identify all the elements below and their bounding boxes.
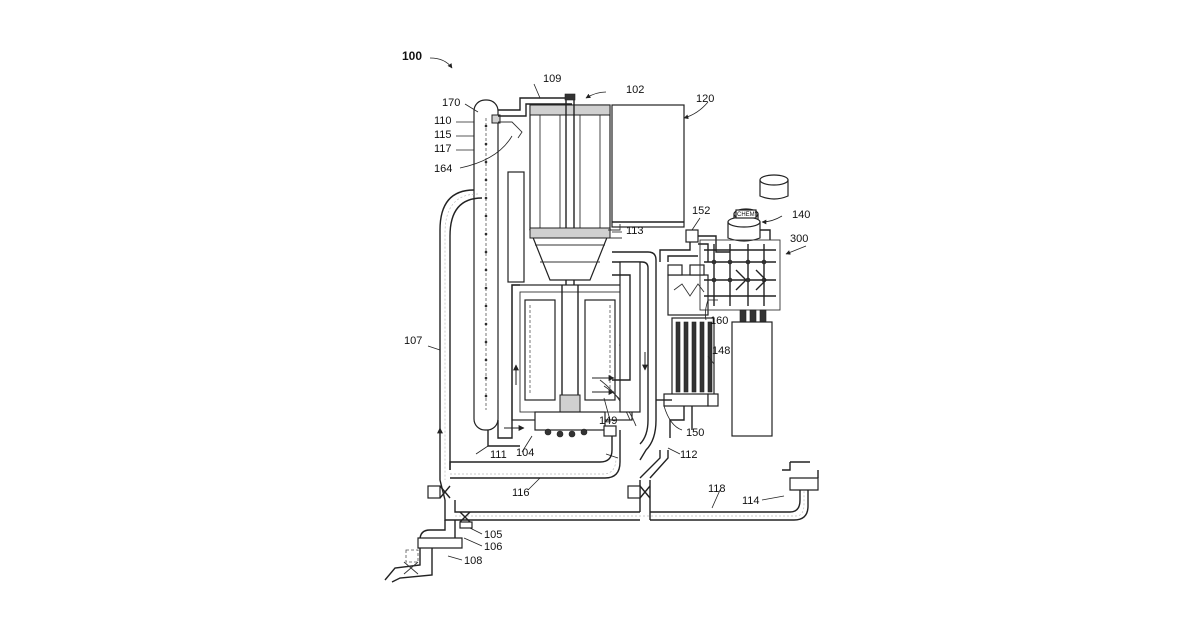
label-170: 170 — [442, 97, 460, 109]
label-300: 300 — [790, 233, 808, 245]
chem-label: CHEM's — [737, 212, 759, 218]
label-100: 100 — [402, 49, 422, 63]
label-107: 107 — [404, 335, 422, 347]
label-105: 105 — [484, 529, 502, 541]
label-104: 104 — [516, 447, 534, 459]
component-160 — [660, 240, 718, 315]
label-117: 117 — [434, 143, 452, 155]
label-160: 160 — [710, 315, 728, 327]
label-106: 106 — [484, 541, 502, 553]
box-120 — [608, 105, 684, 238]
label-148: 148 — [712, 345, 730, 357]
label-113: 113 — [626, 225, 644, 237]
label-108: 108 — [464, 555, 482, 567]
label-149: 149 — [599, 415, 617, 427]
label-152: 152 — [692, 205, 710, 217]
label-116: 116 — [512, 487, 530, 499]
chem-tanks-140: CHEM's — [728, 175, 788, 241]
label-120: 120 — [696, 93, 714, 105]
inlet-108 — [385, 520, 462, 582]
label-140: 140 — [792, 209, 810, 221]
label-110: 110 — [434, 115, 452, 127]
label-102: 102 — [626, 84, 644, 96]
label-118: 118 — [708, 483, 726, 495]
label-115: 115 — [434, 129, 452, 141]
stack-148 — [656, 318, 718, 438]
label-111: 111 — [490, 449, 507, 461]
label-150: 150 — [686, 427, 704, 439]
label-114: 114 — [742, 495, 760, 507]
label-164: 164 — [434, 163, 452, 175]
component-152 — [686, 230, 730, 262]
label-109: 109 — [543, 73, 561, 85]
label-112: 112 — [680, 449, 698, 461]
